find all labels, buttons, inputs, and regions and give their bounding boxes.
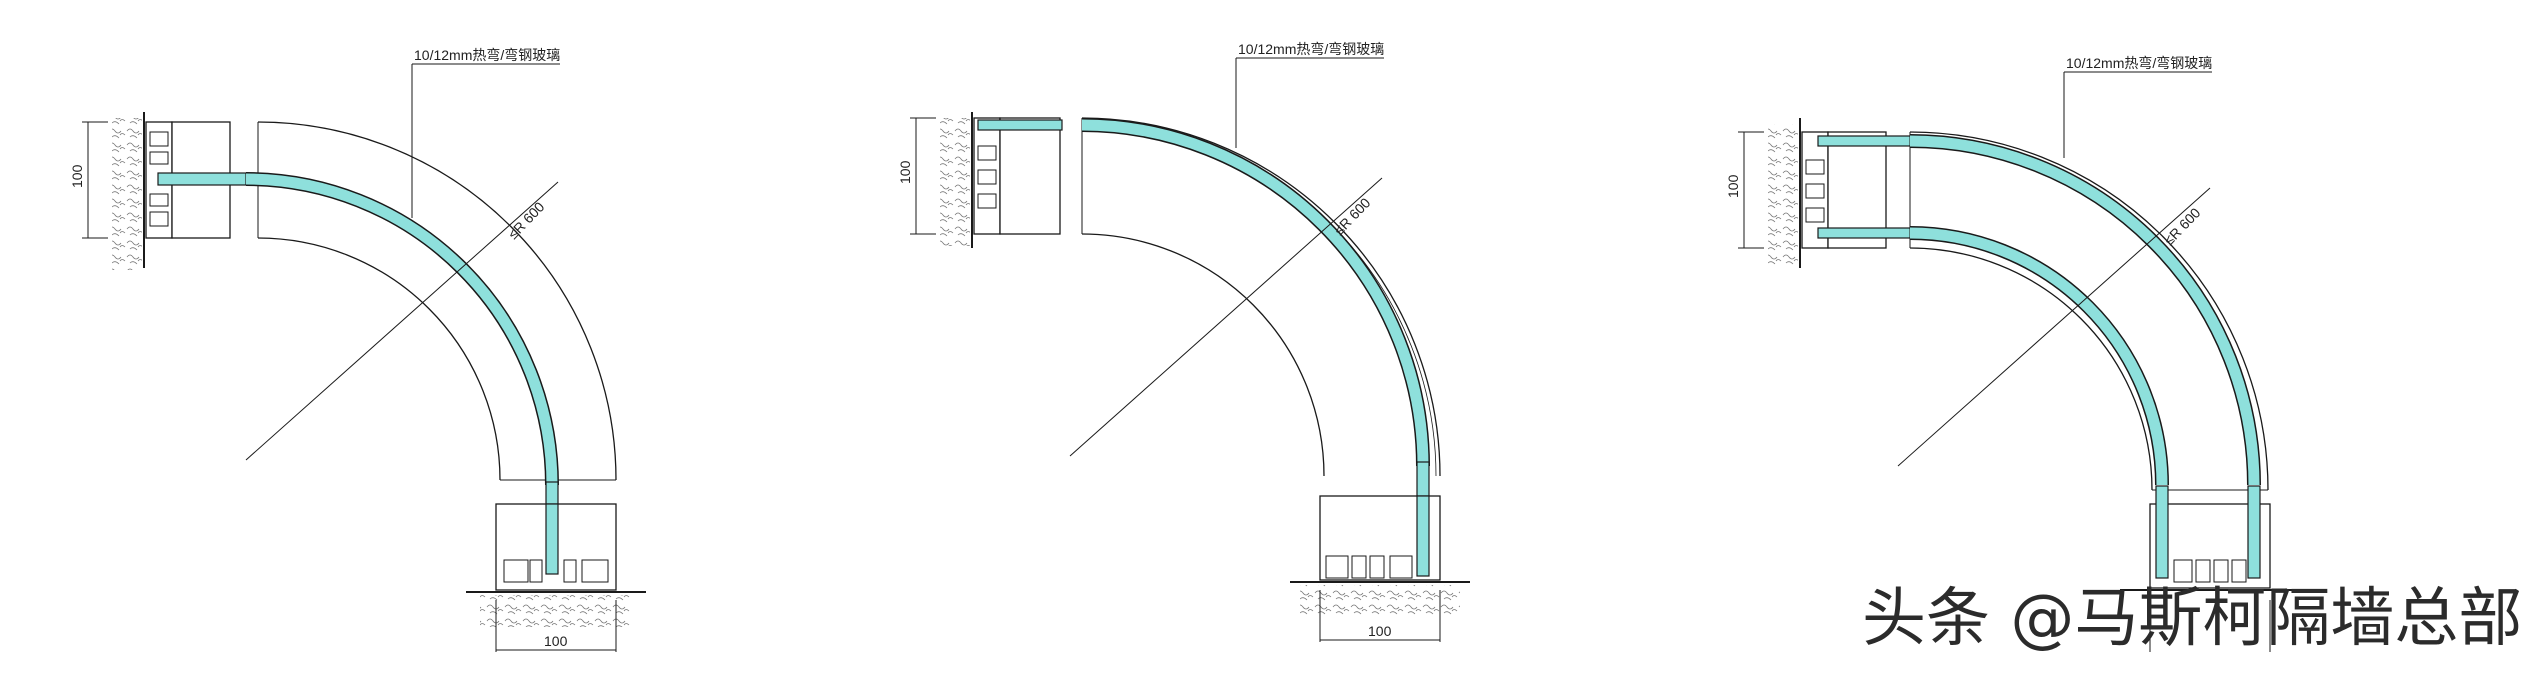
glass-label: 10/12mm热弯/弯钢玻璃 (1238, 41, 1384, 57)
detail-2: 100 100 ≤R 600 10/12mm热弯/弯钢玻璃 (897, 41, 1470, 642)
outer-arc (1081, 117, 1441, 477)
wall-hatch (112, 118, 142, 270)
glass-arc (245, 173, 558, 486)
wall-dim-text: 100 (897, 160, 913, 184)
radius-label: ≤R 600 (1331, 194, 1374, 238)
glass-label: 10/12mm热弯/弯钢玻璃 (414, 47, 560, 63)
radius-leader (1897, 187, 2211, 467)
radius-label: ≤R 600 (505, 198, 548, 242)
detail-3: 100 ≤R 600 10/12mm热弯/弯钢玻璃 (1725, 55, 2300, 652)
watermark-text: 头条 @马斯柯隔墙总部 (1862, 582, 2522, 656)
glass-end-top (1817, 135, 1913, 147)
glass-arc-inner (1909, 227, 2168, 486)
wall-dim-text: 100 (69, 164, 85, 188)
wall-profile (973, 117, 1061, 235)
floor-hatch (1300, 585, 1460, 617)
radius-leader (245, 181, 559, 461)
glass-end (157, 172, 247, 186)
outer-arc (257, 121, 617, 481)
inner-arc (1909, 247, 2153, 491)
wall-hatch (940, 118, 970, 246)
floor-dim-text: 100 (1368, 623, 1392, 639)
detail-1: 100 100 ≤R 600 10/12mm热 (69, 47, 646, 652)
inner-arc (257, 237, 501, 481)
outer-arc (1909, 131, 2269, 491)
radius-leader (1069, 177, 1383, 457)
floor-hatch (480, 595, 630, 627)
glass-end (977, 119, 1063, 131)
glass-end-bottom (1817, 227, 1913, 239)
wall-dim-text: 100 (1725, 174, 1741, 198)
glass-arc-outer (1909, 135, 2260, 486)
inner-arc (1081, 233, 1325, 477)
glass-label: 10/12mm热弯/弯钢玻璃 (2066, 55, 2212, 71)
floor-dim-text: 100 (544, 633, 568, 649)
wall-hatch (1768, 124, 1798, 266)
glass-arc (1081, 119, 1429, 467)
